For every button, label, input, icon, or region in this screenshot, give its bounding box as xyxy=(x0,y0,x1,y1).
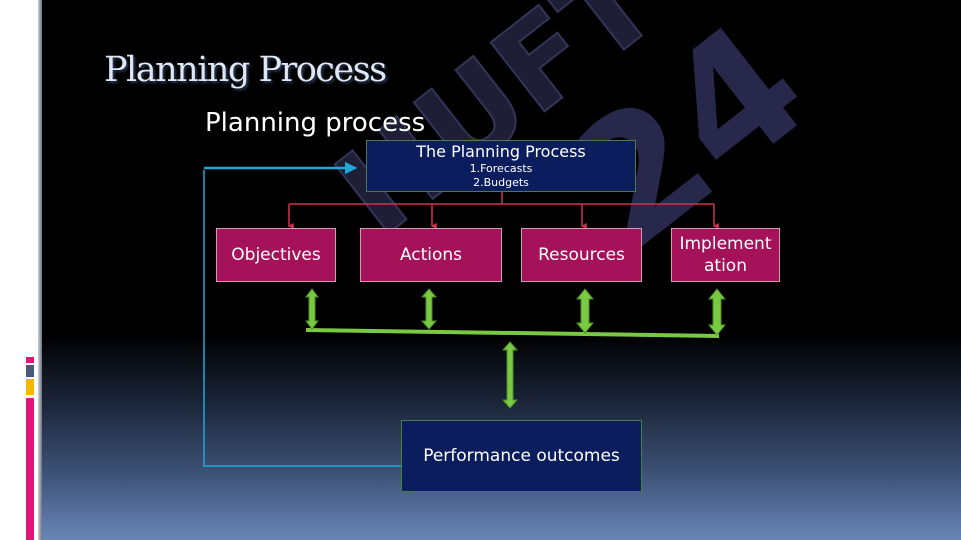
double-arrow-resources xyxy=(575,288,595,334)
stage-actions-label: Actions xyxy=(399,245,463,265)
slide-subtitle: Planning process xyxy=(205,108,426,138)
performance-outcomes-box: Performance outcomes xyxy=(401,420,642,492)
stage-objectives-label: Objectives xyxy=(231,245,321,265)
planning-process-box: The Planning Process 1.Forecasts 2.Budge… xyxy=(366,140,636,192)
feedback-loop-line xyxy=(203,170,401,467)
double-arrow-objectives xyxy=(305,288,319,330)
planning-process-item-forecasts: 1.Forecasts xyxy=(469,162,533,175)
performance-outcomes-label: Performance outcomes xyxy=(423,446,620,466)
stage-resources-label: Resources xyxy=(538,245,625,265)
accent-pink-bar xyxy=(26,398,34,540)
accent-gold-square xyxy=(26,379,34,395)
stage-implementation-box: Implement ation xyxy=(671,228,780,282)
slide-title: Planning Process xyxy=(104,50,387,90)
accent-pink-square xyxy=(26,357,34,363)
planning-process-box-title: The Planning Process xyxy=(416,142,586,161)
double-arrow-implementation xyxy=(707,288,727,336)
stage-resources-box: Resources xyxy=(521,228,642,282)
left-sidebar-shadow xyxy=(38,0,42,540)
stage-actions-box: Actions xyxy=(360,228,502,282)
green-bus-line xyxy=(305,328,720,338)
stage-objectives-box: Objectives xyxy=(216,228,336,282)
double-arrow-actions xyxy=(420,288,438,330)
planning-process-item-budgets: 2.Budgets xyxy=(473,176,529,189)
stage-implementation-label: Implement ation xyxy=(679,234,772,276)
double-arrow-outcome xyxy=(501,341,519,409)
accent-slate-square xyxy=(26,365,34,377)
